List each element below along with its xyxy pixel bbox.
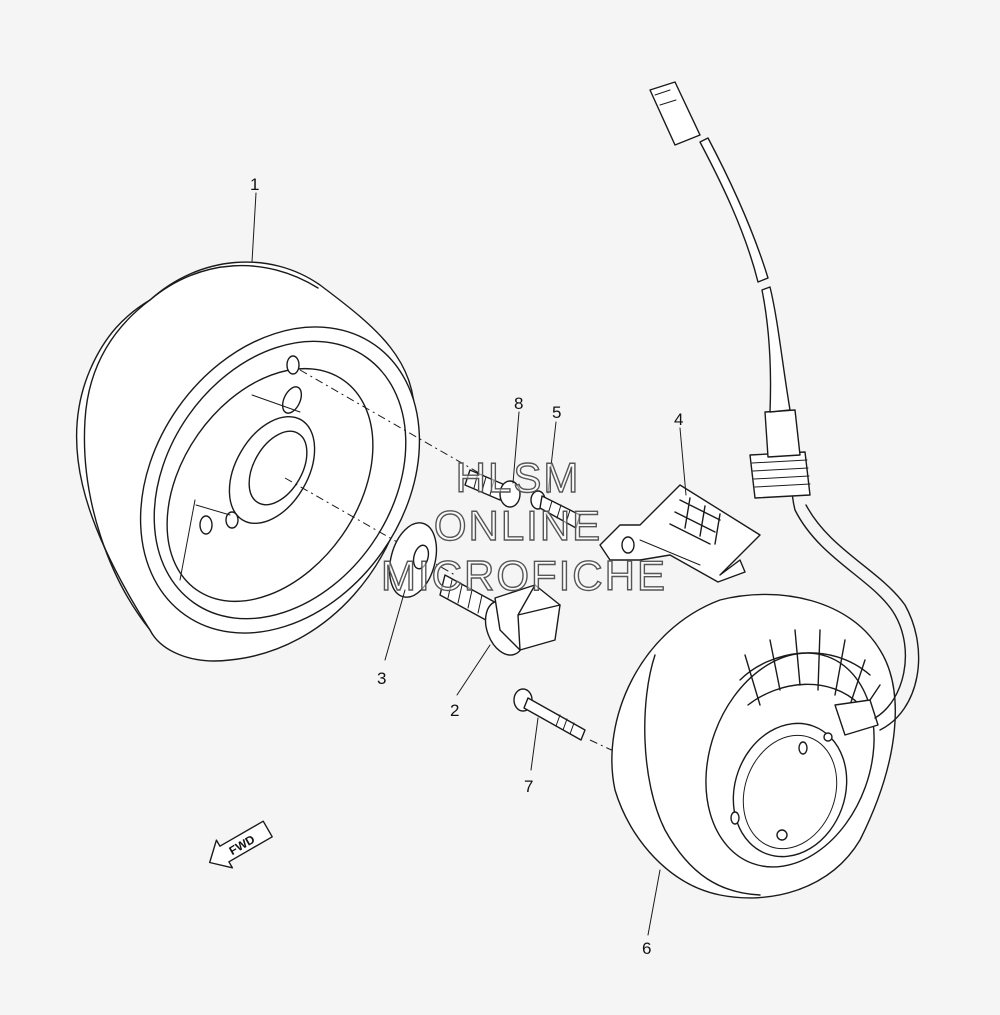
watermark-line-2: ONLINE bbox=[434, 502, 602, 549]
callout-5[interactable]: 5 bbox=[552, 403, 561, 422]
callout-3[interactable]: 3 bbox=[377, 669, 386, 688]
callout-7[interactable]: 7 bbox=[524, 777, 533, 796]
callout-6[interactable]: 6 bbox=[642, 939, 651, 958]
callout-8[interactable]: 8 bbox=[514, 394, 523, 413]
watermark-line-1: HLSM bbox=[456, 454, 581, 501]
center-line-upper bbox=[299, 369, 501, 486]
wire-harness[interactable] bbox=[649, 81, 920, 731]
screw-part-7[interactable] bbox=[513, 688, 586, 741]
screw-part-5[interactable] bbox=[530, 490, 581, 529]
stator-assembly[interactable] bbox=[611, 593, 903, 899]
watermark: HLSM ONLINE MICROFICHE bbox=[380, 453, 667, 599]
leader-lines bbox=[251, 192, 687, 936]
callout-2[interactable]: 2 bbox=[450, 701, 459, 720]
flywheel-rotor[interactable] bbox=[75, 261, 478, 687]
fwd-arrow-icon: FWD bbox=[208, 820, 273, 869]
washer[interactable] bbox=[382, 518, 444, 603]
callout-4[interactable]: 4 bbox=[674, 410, 683, 429]
lead-clamp-bracket[interactable] bbox=[599, 484, 761, 583]
screw-part-8[interactable] bbox=[464, 469, 521, 508]
flange-bolt[interactable] bbox=[439, 574, 561, 660]
callout-1[interactable]: 1 bbox=[250, 175, 259, 194]
watermark-line-3: MICROFICHE bbox=[381, 552, 667, 599]
